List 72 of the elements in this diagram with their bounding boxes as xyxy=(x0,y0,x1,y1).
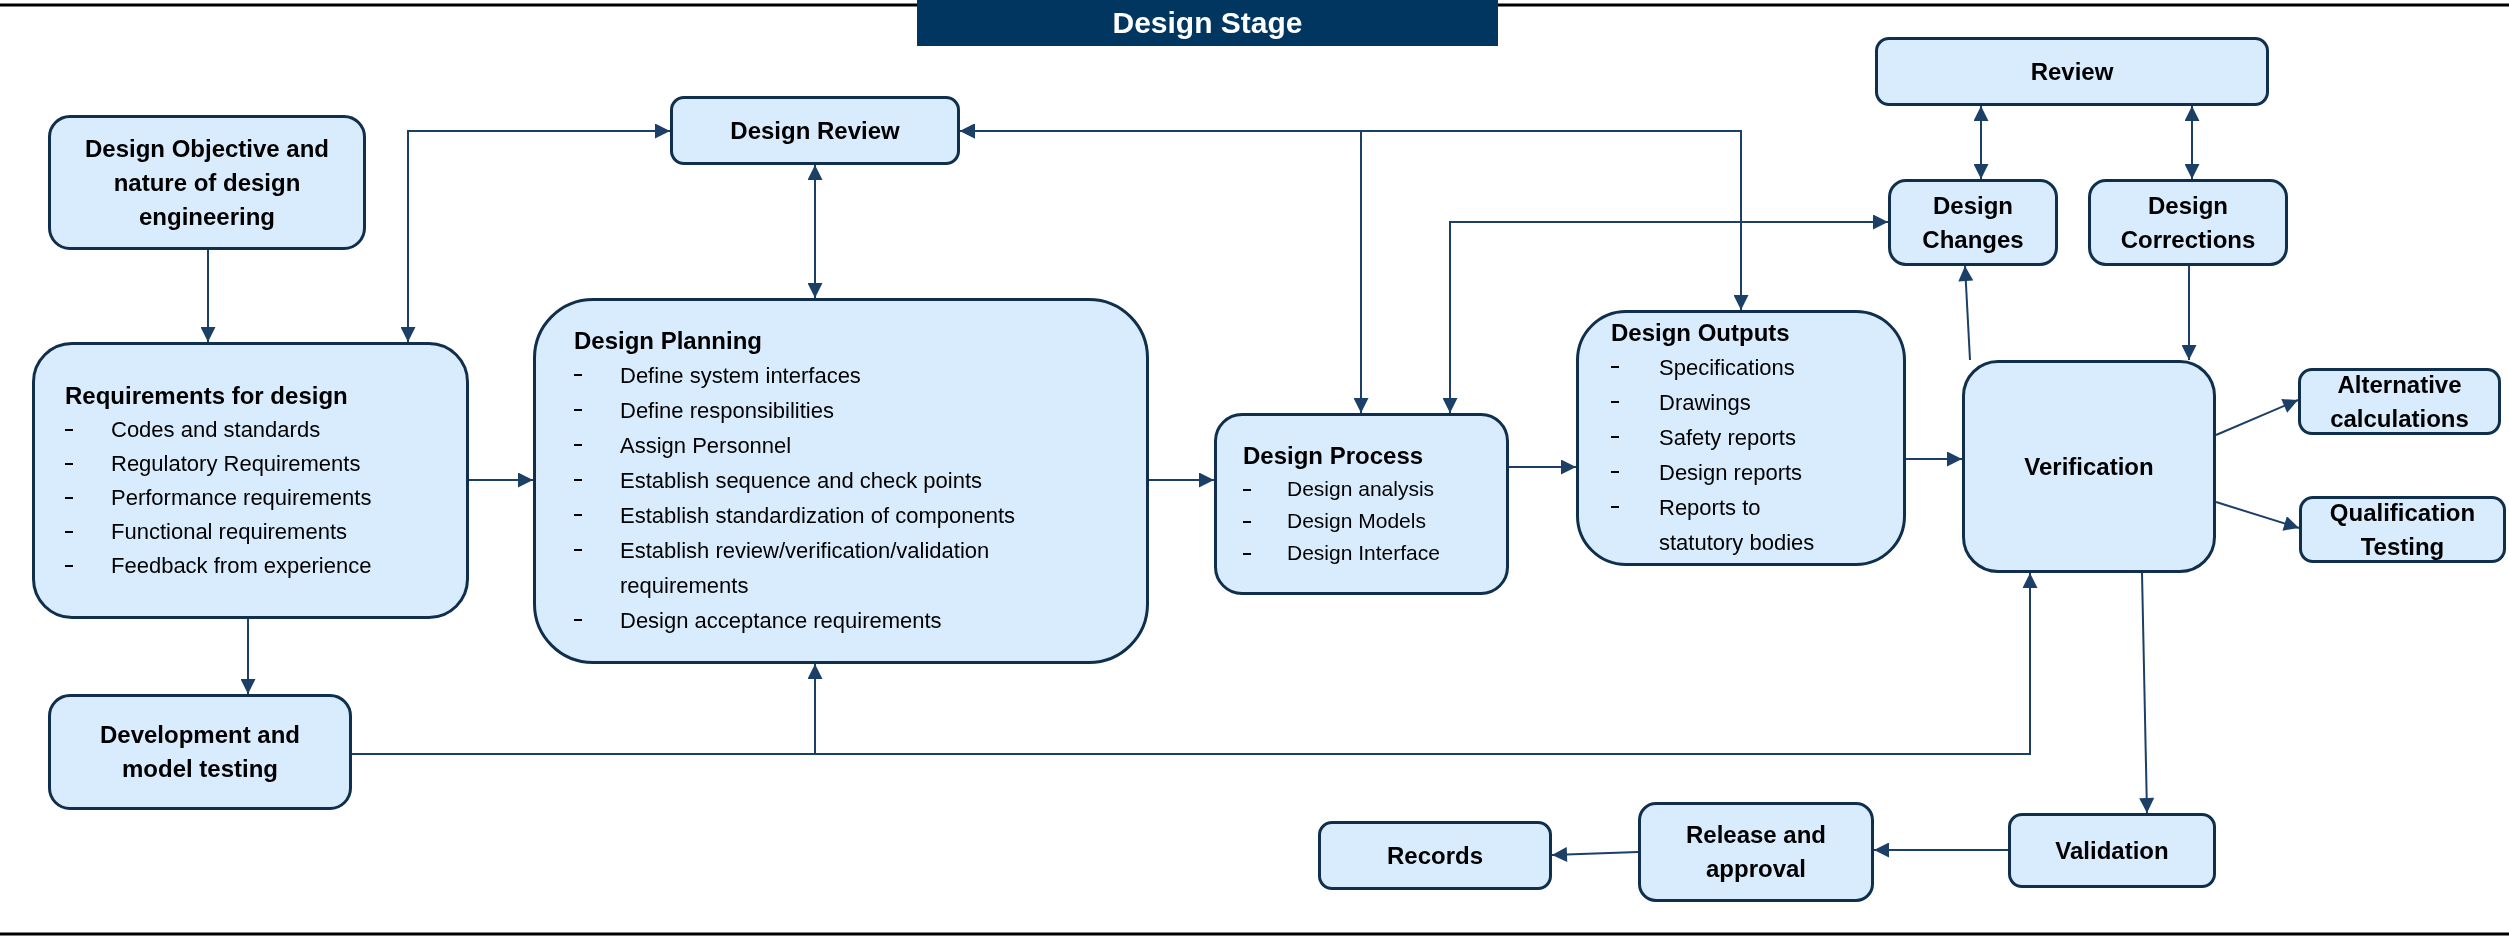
list-item: Drawings xyxy=(1659,389,1751,417)
process-box xyxy=(1576,310,1906,566)
list-item: Design reports xyxy=(1659,459,1803,487)
arrow xyxy=(1958,265,1974,361)
process-box xyxy=(48,694,352,810)
process-box xyxy=(2008,813,2216,888)
title: Design Stage xyxy=(1112,6,1303,40)
list-item: Design analysis xyxy=(1287,476,1435,502)
node-label: Development and model testing xyxy=(98,720,301,784)
list-item: Regulatory Requirements xyxy=(111,449,361,478)
list-item: Safety reports xyxy=(1659,424,1796,452)
list-item: Establish sequence and check points xyxy=(620,467,982,495)
arrow xyxy=(2181,265,2197,361)
list-item: Reports to statutory bodies xyxy=(1659,494,1816,557)
node-label: Records xyxy=(1385,840,1484,871)
arrow xyxy=(1442,214,1889,414)
process-box xyxy=(533,298,1149,664)
list-item: Performance requirements xyxy=(111,483,372,512)
process-box xyxy=(2299,496,2506,563)
list-item: Define system interfaces xyxy=(620,362,861,390)
node-heading: Design Process xyxy=(1243,441,1425,471)
list-item: Define responsibilities xyxy=(620,397,834,425)
process-box xyxy=(1214,413,1509,595)
node-label: Release and approval xyxy=(1684,820,1828,884)
list-item: Design Interface xyxy=(1287,540,1440,566)
process-box xyxy=(48,115,366,250)
arrow xyxy=(959,123,1749,311)
arrow xyxy=(1973,105,1989,180)
arrow xyxy=(400,123,671,343)
list-item: Establish review/verification/validation requirements xyxy=(620,537,991,600)
list-item: Establish standardization of components xyxy=(620,502,1015,530)
process-box xyxy=(2088,179,2288,266)
process-box xyxy=(1962,360,2216,573)
arrow xyxy=(2139,572,2155,814)
node-label: Qualification Testing xyxy=(2328,497,2477,562)
arrow xyxy=(2215,501,2300,531)
node-label: Verification xyxy=(2023,451,2155,482)
process-box xyxy=(1638,802,1874,902)
list-item: Codes and standards xyxy=(111,415,321,444)
arrow xyxy=(1873,842,2009,858)
node-label: Design Corrections xyxy=(2119,190,2257,255)
arrow xyxy=(240,618,256,695)
process-box xyxy=(670,96,960,165)
list-item: Design acceptance requirements xyxy=(620,607,942,635)
list-item: Design Models xyxy=(1287,508,1426,534)
arrow xyxy=(2215,399,2299,436)
list-item: Feedback from experience xyxy=(111,551,372,580)
arrow xyxy=(1148,472,1215,488)
arrow xyxy=(807,164,823,299)
list-item: Assign Personnel xyxy=(620,432,792,460)
node-label: Alternative calculations xyxy=(2329,369,2470,434)
process-box xyxy=(2298,368,2501,435)
arrow xyxy=(468,472,534,488)
list-item: Functional requirements xyxy=(111,517,347,546)
node-label: Design Objective and nature of design engineering xyxy=(83,133,331,232)
process-box xyxy=(1318,821,1552,890)
node-heading: Design Planning xyxy=(574,326,763,356)
arrow xyxy=(1508,459,1577,475)
node-heading: Requirements for design xyxy=(65,380,349,411)
arrow xyxy=(2184,105,2200,180)
node-label: Review xyxy=(2029,56,2115,87)
process-box xyxy=(1888,179,2058,266)
arrow xyxy=(1905,451,1963,467)
arrow xyxy=(200,249,216,343)
node-label: Design Changes xyxy=(1921,190,2025,255)
arrow xyxy=(1551,847,1639,862)
process-box xyxy=(32,342,469,619)
process-box xyxy=(1875,37,2269,106)
node-label: Design Review xyxy=(729,115,901,146)
node-heading: Design Outputs xyxy=(1611,318,1791,348)
node-label: Validation xyxy=(2054,835,2170,866)
list-item: Specifications xyxy=(1659,354,1795,382)
